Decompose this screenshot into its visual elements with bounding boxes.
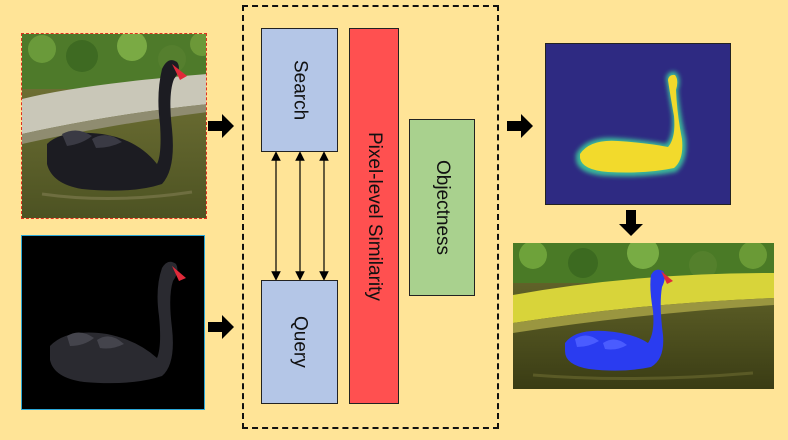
- objectness-block: Objectness: [409, 119, 475, 296]
- segmentation-result-image: [513, 243, 774, 389]
- search-label: Search: [289, 59, 311, 121]
- search-to-model-arrow: [208, 114, 234, 138]
- query-label: Query: [289, 316, 311, 368]
- query-to-model-arrow: [208, 315, 234, 339]
- query-mask-image: [21, 235, 205, 410]
- pixel-similarity-block: Pixel-level Similarity: [349, 28, 399, 404]
- objectness-label: Objectness: [432, 159, 453, 256]
- model-to-heatmap-arrow: [507, 114, 533, 138]
- query-block: Query: [261, 280, 338, 404]
- search-query-connections: [271, 152, 329, 280]
- search-frame-image: [21, 33, 207, 219]
- objectness-heatmap-image: [545, 43, 731, 205]
- model-container: [242, 5, 499, 429]
- heatmap-to-result-arrow: [619, 210, 643, 236]
- pixel-similarity-label: Pixel-level Similarity: [364, 131, 385, 301]
- search-block: Search: [261, 28, 338, 152]
